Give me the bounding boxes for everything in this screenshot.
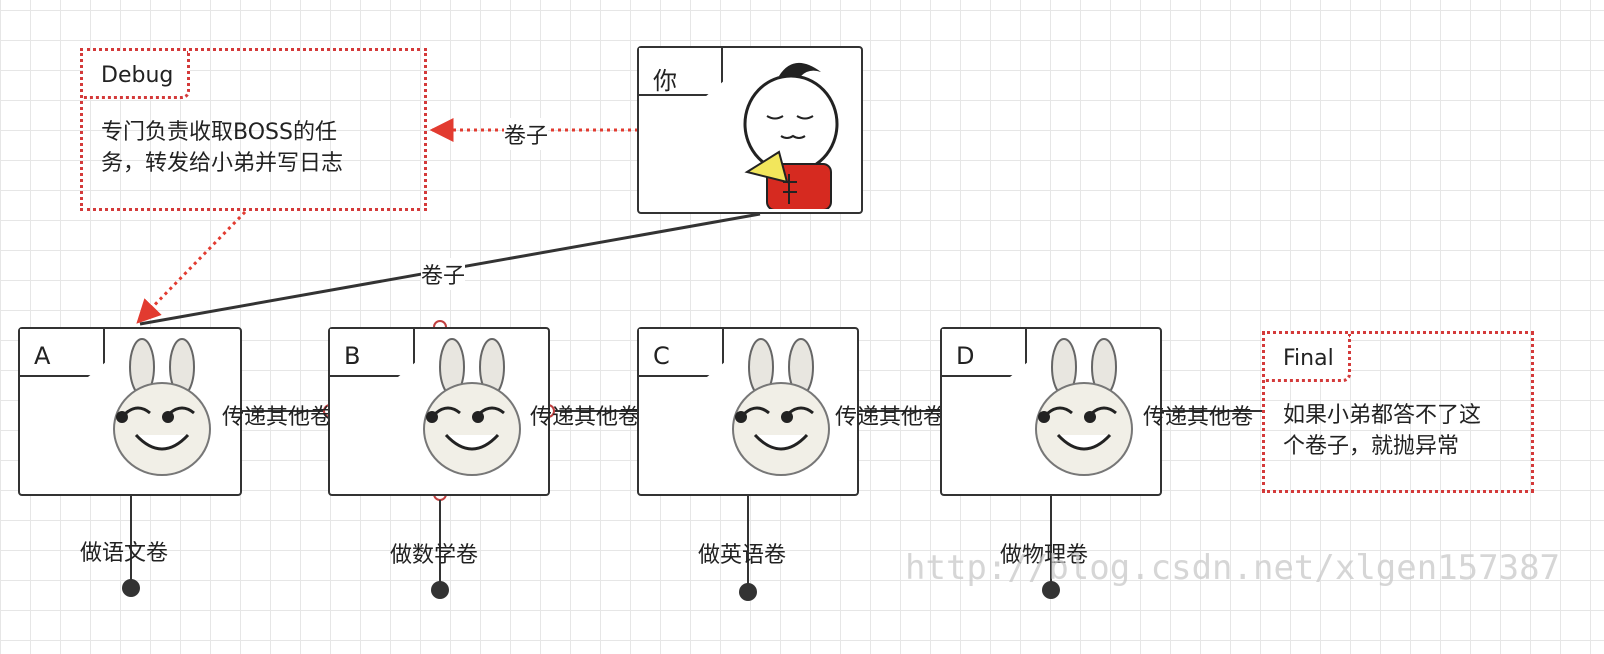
pass-label-c: 传递其他卷 bbox=[835, 405, 946, 430]
watermark: http://blog.csdn.net/xlgen157387 bbox=[905, 548, 1561, 588]
task-label-d: 做物理卷 bbox=[1000, 543, 1089, 568]
box-a[interactable]: A bbox=[18, 327, 242, 496]
final-note-title: Final bbox=[1265, 334, 1351, 382]
edge-debug-to-a[interactable] bbox=[136, 210, 247, 324]
terminal-dot-a bbox=[122, 579, 140, 597]
task-label-a: 做语文卷 bbox=[80, 541, 169, 566]
terminal-dot-c bbox=[739, 583, 757, 601]
edge-you-to-debug-label: 卷子 bbox=[504, 118, 549, 150]
rabbit-cartoon-icon bbox=[732, 338, 830, 476]
box-c-label: C bbox=[639, 329, 724, 377]
pass-label-d: 传递其他卷 bbox=[1143, 405, 1254, 430]
rabbit-cartoon-icon bbox=[1035, 338, 1133, 476]
debug-note-text: 专门负责收取BOSS的任 务，转发给小弟并写日志 bbox=[101, 120, 344, 176]
final-note[interactable]: Final 如果小弟都答不了这 个卷子，就抛异常 bbox=[1262, 331, 1534, 493]
you-box-label: 你 bbox=[639, 48, 723, 96]
edge-you-to-a-label: 卷子 bbox=[421, 258, 466, 290]
box-d[interactable]: D bbox=[940, 327, 1162, 496]
box-a-label: A bbox=[20, 329, 105, 377]
box-b-label: B bbox=[330, 329, 415, 377]
final-note-text: 如果小弟都答不了这 个卷子，就抛异常 bbox=[1283, 403, 1482, 459]
pass-label-b: 传递其他卷 bbox=[530, 405, 641, 430]
rabbit-cartoon-icon bbox=[113, 338, 211, 476]
debug-note-title: Debug bbox=[83, 51, 191, 99]
terminal-dot-d bbox=[1042, 581, 1060, 599]
rabbit-cartoon-icon bbox=[423, 338, 521, 476]
pass-label-a: 传递其他卷 bbox=[222, 405, 333, 430]
you-box[interactable]: 你 bbox=[637, 46, 863, 214]
boss-cartoon-icon bbox=[743, 62, 839, 209]
task-label-b: 做数学卷 bbox=[390, 543, 479, 568]
debug-note[interactable]: Debug 专门负责收取BOSS的任 务，转发给小弟并写日志 bbox=[80, 48, 427, 211]
terminal-dot-b bbox=[431, 581, 449, 599]
box-c[interactable]: C bbox=[637, 327, 859, 496]
box-d-label: D bbox=[942, 329, 1027, 377]
box-b[interactable]: B bbox=[328, 327, 550, 496]
task-label-c: 做英语卷 bbox=[698, 543, 787, 568]
